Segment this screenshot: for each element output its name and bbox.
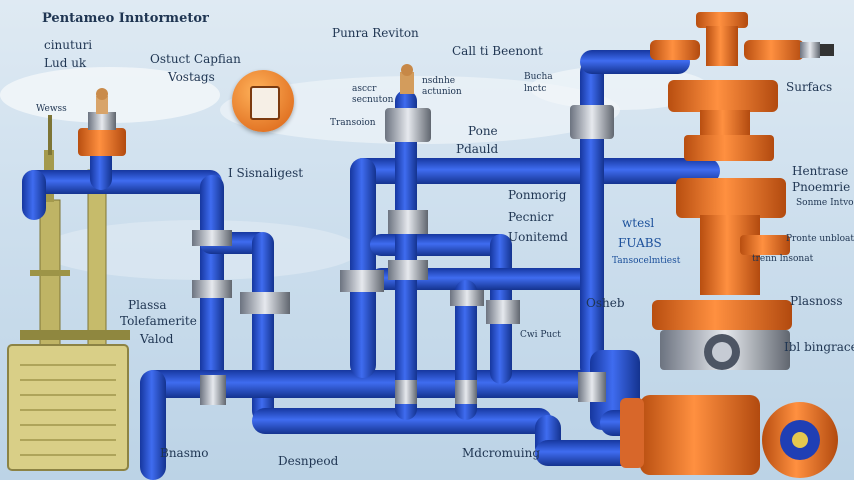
label-right-top: Surfacs	[786, 80, 833, 94]
label-left-mid-1: Plassa	[128, 298, 167, 312]
label-center-1: Ponmorig	[508, 188, 567, 202]
label-cell-sub2: lnctc	[524, 84, 547, 94]
label-capture-2: Vostags	[168, 70, 215, 84]
label-bottom-3: Mdcromuing	[462, 446, 541, 460]
label-badge-caption: I Sisnaligest	[228, 166, 304, 180]
label-fuabs-3: Tansocelmtiest	[612, 256, 681, 266]
label-right-6: Plasnoss	[790, 294, 843, 308]
wellhead-christmas-tree	[620, 12, 838, 478]
label-right-1: Hentrase	[792, 164, 849, 178]
label-right-2: Pnoemrie	[792, 180, 851, 194]
label-center-2: Pecnicr	[508, 210, 554, 224]
control-panel-box	[7, 344, 129, 471]
label-pump-sub1: asccr	[352, 84, 377, 94]
label-pump-sub4: actunion	[422, 87, 462, 97]
label-center-3: Uonitemd	[508, 230, 568, 244]
pipe-couplings	[192, 64, 614, 405]
label-fuabs-1: wtesl	[622, 216, 655, 230]
label-pump: Punra Reviton	[332, 26, 419, 40]
label-fuabs-2: FUABS	[618, 236, 662, 250]
label-top-left-sub2: Lud uk	[44, 56, 87, 70]
label-bottom-2: Desnpeod	[278, 454, 339, 468]
label-left-mid-3: Valod	[140, 332, 174, 346]
label-pump-sub2: secnuton	[352, 95, 394, 105]
label-right-4: Pronte unbloat	[786, 234, 854, 244]
label-capture-1: Ostuct Capfian	[150, 52, 241, 66]
label-osh: Osheb	[586, 296, 625, 310]
label-cell-sub1: Bucha	[524, 72, 553, 82]
label-right-7: Ibl bingrace	[784, 340, 854, 354]
label-rone-2: Pdauld	[456, 142, 499, 156]
label-side-left: Cwi Puct	[520, 330, 561, 340]
label-mast: Wewss	[36, 104, 67, 114]
label-top-left-sub1: cinuturi	[44, 38, 93, 52]
label-pump-sub3: nsdnhe	[422, 76, 456, 86]
label-right-3: Sonme Intvo	[796, 198, 854, 208]
operator-badge-icon	[232, 70, 294, 132]
label-right-5: trenn lnsonat	[752, 254, 814, 264]
label-top-left-title: Pentameo Inntormetor	[42, 11, 209, 26]
label-bottom-1: Bnasmo	[160, 446, 209, 460]
relief-valve	[78, 88, 126, 156]
label-transfer: Transoion	[330, 118, 376, 128]
label-left-mid-2: Tolefamerite	[120, 314, 197, 328]
label-cell: Call ti Beenont	[452, 44, 543, 58]
label-rone-1: Pone	[468, 124, 498, 138]
